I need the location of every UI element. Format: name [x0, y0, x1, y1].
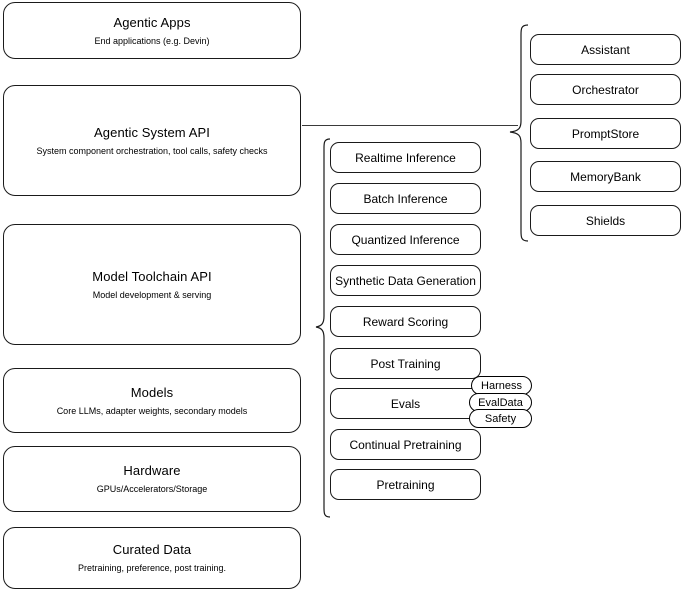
connector-line-system-api-to-components — [302, 125, 518, 126]
pill-label: EvalData — [478, 396, 523, 409]
toolchain-item-pretraining[interactable]: Pretraining — [330, 469, 481, 500]
toolchain-item-continual-pretraining[interactable]: Continual Pretraining — [330, 429, 481, 460]
layer-title: Model Toolchain API — [92, 268, 212, 284]
toolchain-item-post-training[interactable]: Post Training — [330, 348, 481, 379]
toolchain-item-quantized-inference[interactable]: Quantized Inference — [330, 224, 481, 255]
item-label: Continual Pretraining — [349, 437, 462, 452]
layer-subtitle: Model development & serving — [92, 289, 212, 300]
evals-pill-harness[interactable]: Harness — [471, 376, 532, 395]
layer-title: Agentic Apps — [113, 14, 191, 30]
system-item-shields[interactable]: Shields — [530, 205, 681, 236]
layer-box-hardware[interactable]: Hardware GPUs/Accelerators/Storage — [3, 446, 301, 512]
item-label: Reward Scoring — [362, 314, 449, 329]
layer-subtitle: System component orchestration, tool cal… — [36, 145, 268, 156]
layer-subtitle: Core LLMs, adapter weights, secondary mo… — [56, 405, 248, 416]
layer-title: Models — [130, 384, 174, 400]
toolchain-item-synthetic-data-generation[interactable]: Synthetic Data Generation — [330, 265, 481, 296]
item-label: Quantized Inference — [351, 232, 460, 247]
item-label: Assistant — [581, 42, 630, 57]
item-label: PromptStore — [571, 126, 640, 141]
layer-subtitle: Pretraining, preference, post training. — [77, 563, 227, 573]
system-item-orchestrator[interactable]: Orchestrator — [530, 74, 681, 105]
system-item-memorybank[interactable]: MemoryBank — [530, 161, 681, 192]
brace-toolchain — [315, 138, 331, 518]
layer-box-agentic-system-api[interactable]: Agentic System API System component orch… — [3, 85, 301, 196]
item-label: Shields — [585, 213, 626, 228]
pill-label: Harness — [481, 379, 522, 392]
evals-pill-safety[interactable]: Safety — [469, 409, 532, 428]
evals-pill-evaldata[interactable]: EvalData — [469, 393, 532, 412]
toolchain-item-evals[interactable]: Evals — [330, 388, 481, 419]
pill-label: Safety — [484, 412, 517, 425]
item-label: Synthetic Data Generation — [335, 273, 476, 288]
layer-title: Curated Data — [112, 542, 192, 557]
toolchain-item-reward-scoring[interactable]: Reward Scoring — [330, 306, 481, 337]
item-label: Evals — [390, 396, 421, 411]
layer-box-model-toolchain-api[interactable]: Model Toolchain API Model development & … — [3, 224, 301, 345]
layer-subtitle: GPUs/Accelerators/Storage — [96, 484, 208, 494]
item-label: Post Training — [370, 356, 441, 371]
layer-title: Hardware — [123, 463, 181, 478]
brace-system-components — [509, 24, 529, 242]
layer-box-curated-data[interactable]: Curated Data Pretraining, preference, po… — [3, 527, 301, 589]
layer-box-models[interactable]: Models Core LLMs, adapter weights, secon… — [3, 368, 301, 433]
system-item-assistant[interactable]: Assistant — [530, 34, 681, 65]
layer-box-agentic-apps[interactable]: Agentic Apps End applications (e.g. Devi… — [3, 2, 301, 59]
toolchain-item-realtime-inference[interactable]: Realtime Inference — [330, 142, 481, 173]
item-label: Orchestrator — [572, 82, 639, 97]
item-label: Pretraining — [376, 477, 435, 492]
toolchain-item-batch-inference[interactable]: Batch Inference — [330, 183, 481, 214]
layer-title: Agentic System API — [94, 124, 210, 140]
item-label: MemoryBank — [570, 169, 641, 184]
item-label: Realtime Inference — [355, 150, 456, 165]
system-item-promptstore[interactable]: PromptStore — [530, 118, 681, 149]
layer-subtitle: End applications (e.g. Devin) — [94, 35, 210, 46]
item-label: Batch Inference — [363, 191, 448, 206]
